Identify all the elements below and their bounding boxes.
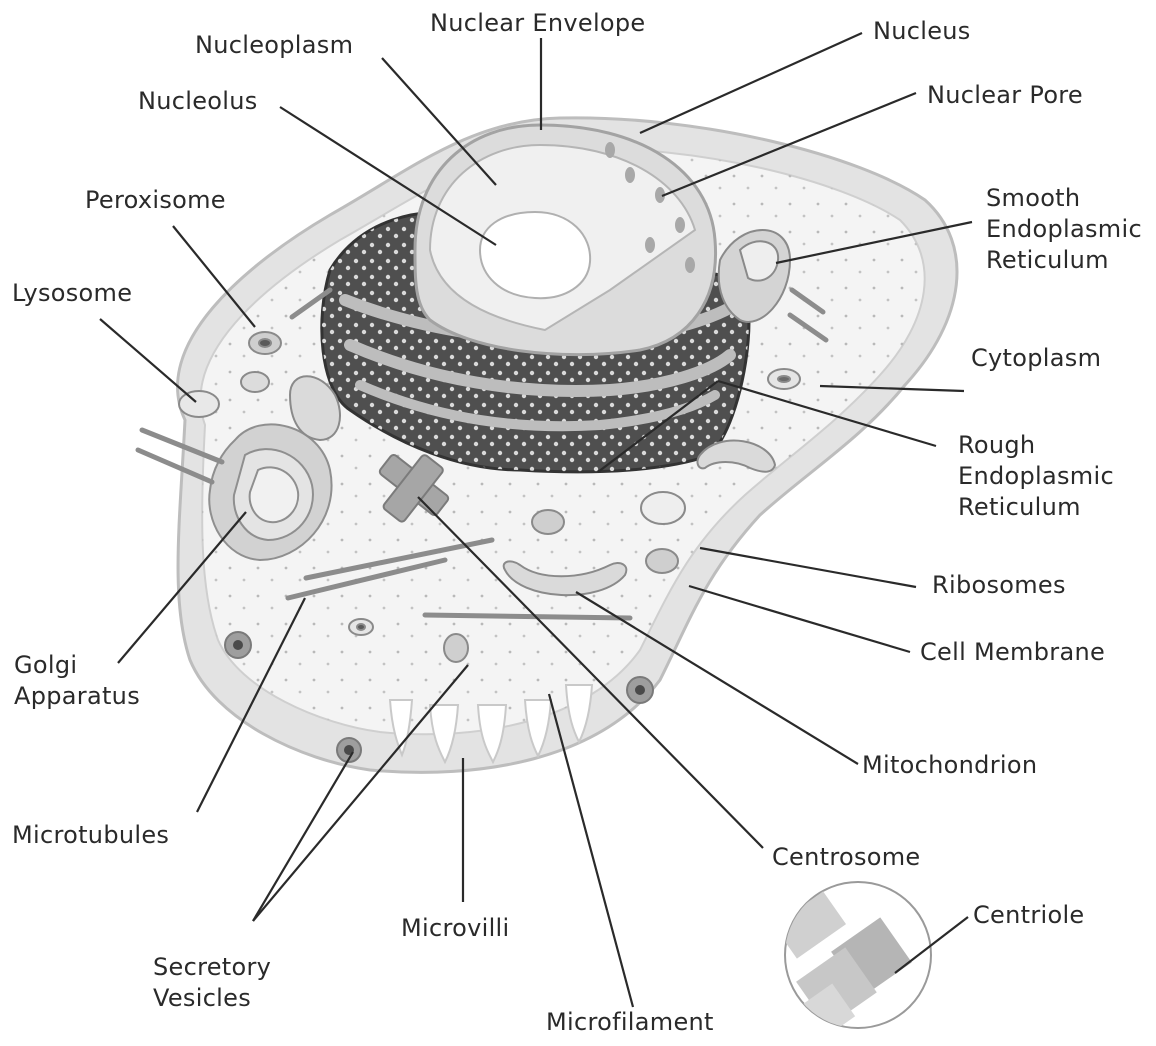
label-golgi-line-1: Golgi [14,650,140,681]
label-ribosomes: Ribosomes [932,570,1066,601]
label-secretory-vesicles: Secretory Vesicles [153,952,271,1014]
label-centrosome: Centrosome [772,842,921,873]
label-cell-membrane: Cell Membrane [920,637,1105,668]
label-lysosome: Lysosome [12,278,132,309]
label-rough-er-line-3: Reticulum [958,492,1114,523]
label-rough-er: Rough Endoplasmic Reticulum [958,430,1114,523]
label-golgi-apparatus: Golgi Apparatus [14,650,140,712]
label-microfilament: Microfilament [546,1007,714,1038]
label-nuclear-envelope: Nuclear Envelope [430,8,646,39]
label-microtubules: Microtubules [12,820,169,851]
label-smooth-er-line-3: Reticulum [986,245,1142,276]
label-mitochondrion: Mitochondrion [862,750,1037,781]
label-secretory-line-1: Secretory [153,952,271,983]
label-secretory-line-2: Vesicles [153,983,271,1014]
label-peroxisome: Peroxisome [85,185,226,216]
label-centriole: Centriole [973,900,1085,931]
label-smooth-er-line-1: Smooth [986,183,1142,214]
label-golgi-line-2: Apparatus [14,681,140,712]
label-microvilli: Microvilli [401,913,509,944]
label-cytoplasm: Cytoplasm [971,343,1101,374]
label-smooth-er: Smooth Endoplasmic Reticulum [986,183,1142,276]
label-nucleus: Nucleus [873,16,971,47]
centriole-zoom [774,882,931,1042]
label-rough-er-line-2: Endoplasmic [958,461,1114,492]
label-smooth-er-line-2: Endoplasmic [986,214,1142,245]
label-rough-er-line-1: Rough [958,430,1114,461]
label-nucleolus: Nucleolus [138,86,258,117]
label-nucleoplasm: Nucleoplasm [195,30,353,61]
label-nuclear-pore: Nuclear Pore [927,80,1083,111]
